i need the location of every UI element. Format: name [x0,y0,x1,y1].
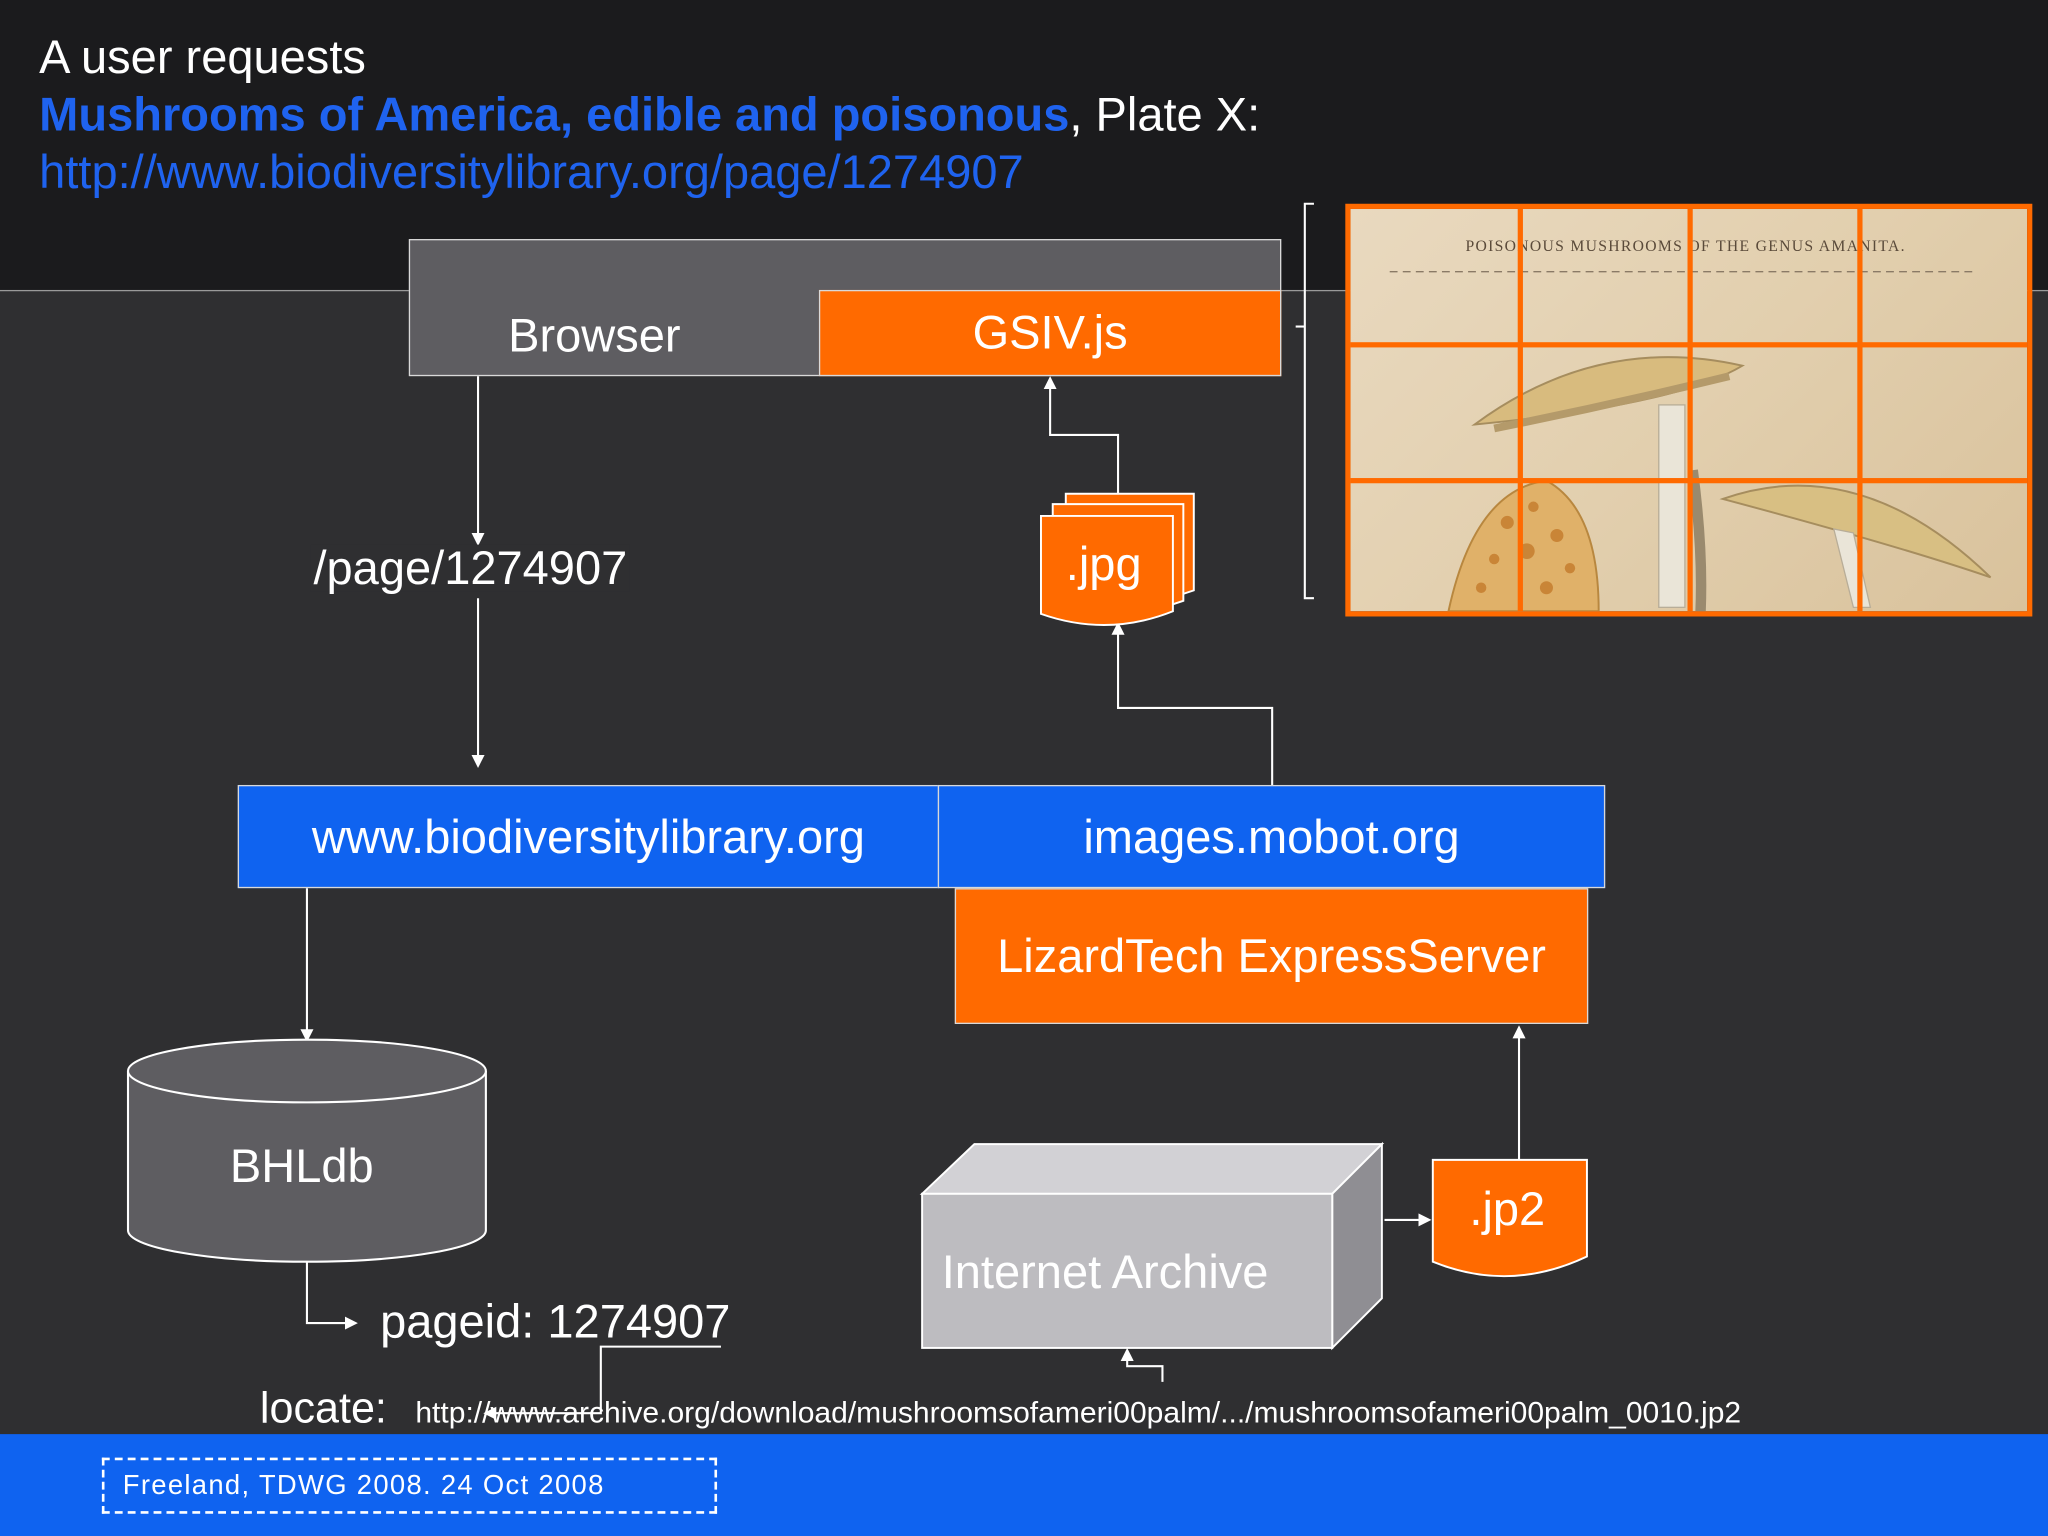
arrow-db-to-pageid [305,1261,358,1330]
jpg-label: .jpg [1065,536,1142,591]
plate-bracket [1303,202,1314,600]
arrow-images-to-jpg [1111,621,1274,785]
page-path-label: /page/1274907 [310,544,630,592]
bhldb-cylinder [126,1038,487,1263]
book-title-link[interactable]: Mushrooms of America, edible and poisono… [39,87,1070,142]
footer-band [0,1434,2048,1536]
images-server-label: images.mobot.org [1083,809,1460,863]
pageid-label: pageid: 1274907 [380,1294,731,1348]
title-line1: A user requests [39,30,366,84]
jp2-label: .jp2 [1469,1182,1546,1236]
page-url-link[interactable]: http://www.biodiversitylibrary.org/page/… [39,144,1024,199]
locate-url[interactable]: http://www.archive.org/download/mushroom… [415,1394,1742,1429]
images-server-box: images.mobot.org [937,784,1606,889]
title-line2: Mushrooms of America, edible and poisono… [39,91,1260,138]
lizardtech-box: LizardTech ExpressServer [954,888,1589,1024]
bhldb-label: BHLdb [229,1138,374,1193]
footer-citation-text: Freeland, TDWG 2008. 24 Oct 2008 [122,1470,605,1501]
locate-label: locate: [259,1383,387,1432]
internet-archive-label: Internet Archive [941,1244,1269,1299]
internet-archive-box [919,1141,1385,1351]
bhl-server-box: www.biodiversitylibrary.org [237,784,940,889]
arrow-locate-to-ia [1120,1347,1164,1382]
footer-citation: Freeland, TDWG 2008. 24 Oct 2008 [101,1457,718,1514]
mushroom-illustration [1389,271,1992,612]
gsiv-label: GSIV.js [972,305,1128,360]
browser-label: Browser [508,308,681,362]
gsiv-box: GSIV.js [818,289,1282,377]
bhl-server-label: www.biodiversitylibrary.org [311,809,865,863]
arrow-pageid-to-locate [483,1345,721,1420]
jpg-document-stack [1039,492,1195,626]
arrow-jpg-to-gsiv [1043,376,1120,497]
plate-image: POISONOUS MUSHROOMS OF THE GENUS AMANITA… [1345,203,2033,617]
plate-label: , Plate X: [1069,87,1261,142]
jp2-document [1431,1158,1588,1278]
lizardtech-label: LizardTech ExpressServer [997,928,1546,983]
plate-caption: POISONOUS MUSHROOMS OF THE GENUS AMANITA… [1465,236,1906,255]
